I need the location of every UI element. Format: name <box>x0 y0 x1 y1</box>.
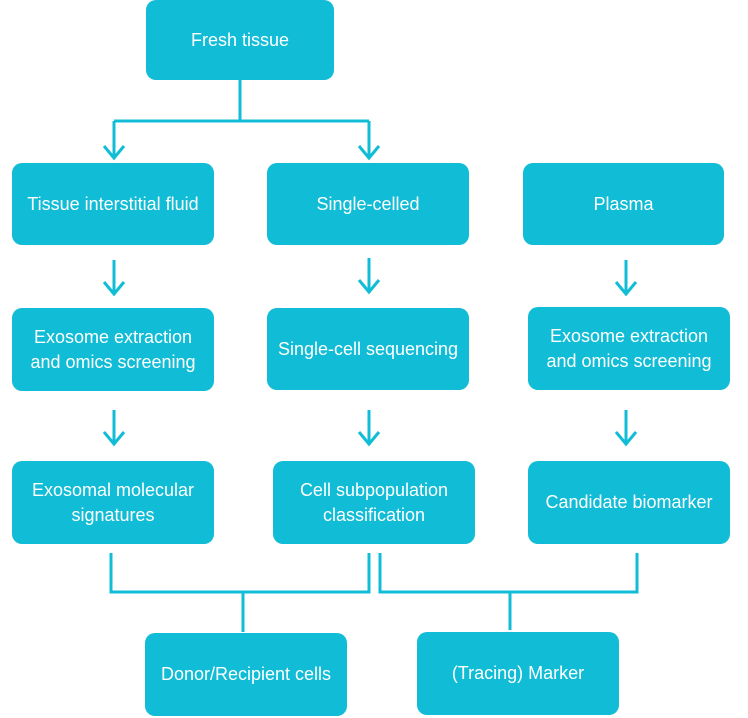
arrow-head <box>102 431 126 447</box>
node-label: Tissue interstitial fluid <box>27 193 199 214</box>
node-fresh-tissue: Fresh tissue <box>146 0 334 80</box>
node-tissue-interstitial-fluid: Tissue interstitial fluid <box>12 163 214 245</box>
node-label: Donor/Recipient cells <box>160 664 332 684</box>
arrow-head <box>357 145 381 161</box>
node-label: Candidate biomarker <box>545 492 713 512</box>
arrow-head <box>102 145 126 161</box>
node-cell-subpopulation-classification: Cell subpopulation classification <box>273 461 475 544</box>
node-label: Exosomal molecular signatures <box>31 479 195 525</box>
connector-line <box>378 553 639 594</box>
node-label: Cell subpopulation classification <box>299 479 449 525</box>
node-label: Exosome extraction and omics screening <box>546 325 712 371</box>
node-single-celled: Single-celled <box>267 163 469 245</box>
node-label: (Tracing) Marker <box>451 663 585 683</box>
node-label: Fresh tissue <box>190 29 290 50</box>
node-label: Plasma <box>593 193 654 214</box>
node-tracing-marker: (Tracing) Marker <box>417 632 619 715</box>
arrow-head <box>614 431 638 447</box>
node-exosome-extraction-left: Exosome extraction and omics screening <box>12 308 214 391</box>
node-single-cell-sequencing: Single-cell sequencing <box>267 308 469 390</box>
node-exosomal-molecular-signatures: Exosomal molecular signatures <box>12 461 214 544</box>
arrow-head <box>614 281 638 297</box>
arrow-head <box>102 281 126 297</box>
node-donor-recipient-cells: Donor/Recipient cells <box>145 633 347 716</box>
node-label: Exosome extraction and omics screening <box>30 326 196 372</box>
connector-line <box>109 553 371 594</box>
node-plasma: Plasma <box>523 163 724 245</box>
node-label: Single-celled <box>316 193 420 214</box>
node-exosome-extraction-right: Exosome extraction and omics screening <box>528 307 730 390</box>
arrow-head <box>357 279 381 295</box>
node-candidate-biomarker: Candidate biomarker <box>528 461 730 544</box>
node-label: Single-cell sequencing <box>277 338 459 359</box>
arrow-head <box>357 431 381 447</box>
